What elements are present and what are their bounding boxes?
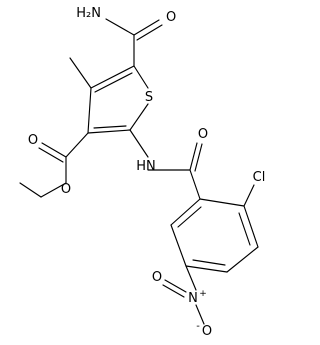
bond-ar6-ar1 (170, 198, 201, 226)
bond-ar4-ar5 (185, 265, 228, 273)
benzoyl-oxygen-label: O (198, 127, 208, 142)
bond-ar2-cl (243, 184, 255, 207)
bond-c3-c2-inner (93, 125, 127, 129)
bond-ar5-ar6 (170, 224, 187, 267)
atom-labels: H₂N O S O O HN O Cl N + O O - (28, 6, 265, 339)
bond-co-ring (189, 169, 201, 200)
bond-c4-methyl (69, 57, 92, 89)
bond-n-o-top-b (162, 284, 185, 298)
nitro-nitrogen-label: N (188, 291, 198, 306)
bond-c2-nh (129, 129, 149, 158)
amide-nh-label: HN (136, 159, 156, 174)
ester-carbonyl-oxygen-label: O (28, 133, 38, 148)
nitro-nitrogen-charge: + (199, 289, 207, 299)
bond-co-o-b (194, 143, 203, 172)
bond-co-o-a (189, 142, 198, 171)
bond-c-nh2 (105, 18, 135, 36)
bond-ester-c-o-a (41, 142, 67, 158)
bond-ar3-ar4 (226, 246, 259, 273)
bond-ar2-ar3 (243, 205, 259, 248)
bond-c-o-amide-b (136, 24, 163, 41)
bond-ester-c-o-b (38, 147, 64, 163)
bond-c3-c2 (87, 129, 131, 134)
chemical-structure-diagram: H₂N O S O O HN O Cl N + O O - (19, 6, 265, 339)
bond-c4-c3 (87, 87, 92, 134)
bond-lines (19, 18, 259, 325)
bond-ch2-ch3 (19, 182, 42, 198)
ring-sulfur-label: S (145, 90, 153, 105)
bond-c3-ester-c (65, 132, 89, 158)
bond-ar4-ar5-inner (192, 259, 226, 266)
nitro-oxygen-bottom-label: O (202, 324, 212, 339)
bond-n-o-bottom (195, 304, 205, 325)
chlorine-label: Cl (253, 170, 266, 185)
bond-ar1-ar2 (199, 198, 245, 207)
bond-c5-c4 (90, 65, 135, 89)
nitro-oxygen-top-label: O (152, 270, 162, 285)
bond-c-o-amide-a (133, 19, 160, 36)
bond-s-c2 (129, 103, 149, 131)
bond-ar5-n (185, 265, 197, 291)
ester-ether-oxygen-label: O (61, 182, 71, 197)
nitro-oxygen-bottom-charge: - (196, 321, 200, 332)
bond-c5-c4-inner (94, 72, 133, 93)
bond-o-ch2 (40, 182, 67, 198)
bond-ar6-ar1-inner (177, 206, 202, 228)
bond-c5-s (133, 65, 149, 89)
bond-n-o-top-a (164, 279, 187, 293)
bond-ar2-ar3-inner (238, 212, 251, 246)
amide-oxygen-label: O (166, 10, 176, 25)
amide-nh2-label: H₂N (76, 6, 101, 21)
